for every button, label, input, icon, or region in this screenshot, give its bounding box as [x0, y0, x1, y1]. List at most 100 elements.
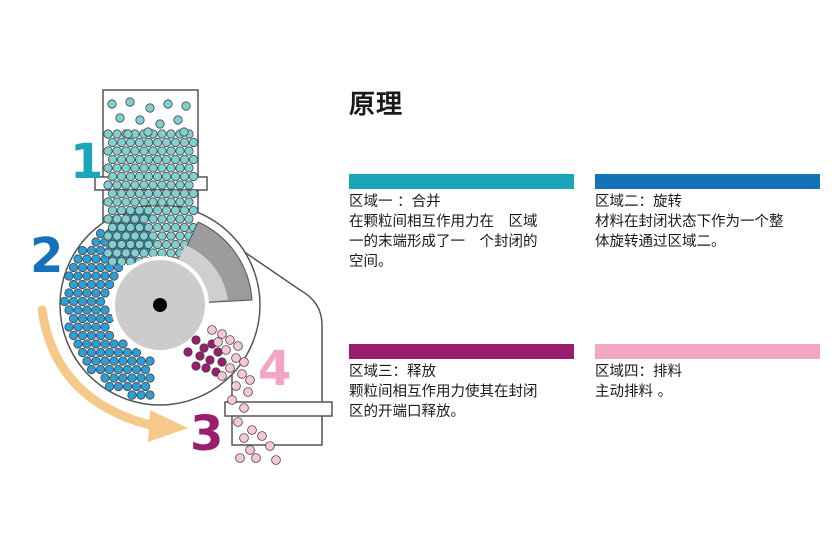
particle [179, 127, 189, 137]
particle [95, 296, 106, 307]
zone-1-text: 在颗粒间相互作用力在 区域 一的末端形成了一 个封闭的 空间。 [349, 214, 538, 270]
particle [107, 239, 118, 250]
rotation-arrow [37, 305, 155, 430]
particle [139, 214, 149, 224]
particle [68, 279, 79, 290]
particle [113, 364, 124, 375]
particle [175, 180, 185, 190]
particle [184, 197, 194, 207]
particle [104, 330, 115, 341]
particle [125, 137, 136, 148]
particle [82, 339, 92, 349]
particle [161, 188, 172, 199]
particle [235, 453, 245, 463]
particle [122, 364, 133, 375]
particle [91, 356, 101, 366]
particle [166, 129, 176, 139]
particle [135, 115, 145, 125]
particle [233, 417, 243, 427]
particle [179, 154, 190, 165]
particle [188, 205, 198, 216]
particle [139, 180, 149, 190]
particle [82, 305, 92, 315]
particle [100, 288, 110, 298]
particle [237, 369, 247, 379]
particle [175, 214, 185, 224]
particle [161, 205, 172, 216]
particle [91, 339, 101, 349]
particle [148, 197, 158, 207]
particle [73, 339, 83, 349]
particle [86, 364, 97, 375]
particle [82, 288, 92, 298]
particle [166, 197, 176, 207]
particle [148, 231, 158, 241]
particle [166, 231, 176, 241]
particle [205, 355, 215, 365]
particle [86, 296, 97, 307]
particle [116, 205, 127, 216]
particle [113, 347, 124, 358]
particle [134, 137, 145, 148]
particle [103, 180, 113, 190]
rotor-shaft [153, 298, 167, 312]
particle [145, 103, 155, 113]
particle [152, 188, 163, 199]
particle [112, 231, 122, 241]
particle [157, 214, 167, 224]
particle [104, 364, 115, 375]
particle [152, 239, 163, 250]
particle [217, 329, 227, 339]
particle [109, 339, 119, 349]
particle [116, 222, 127, 233]
particle [115, 113, 125, 123]
particle [121, 197, 131, 207]
particle [112, 180, 122, 190]
particle [166, 180, 176, 190]
particle [217, 357, 227, 367]
particle [73, 254, 83, 264]
particle [188, 171, 198, 182]
particle [118, 356, 128, 366]
particle [161, 171, 172, 182]
particle [175, 146, 185, 156]
particle [143, 137, 154, 148]
particle [139, 231, 149, 241]
particle [116, 137, 127, 148]
particle [95, 330, 106, 341]
particle [170, 188, 181, 199]
particle [91, 271, 101, 281]
particle [107, 171, 118, 182]
particle [140, 381, 151, 392]
particle [104, 381, 115, 392]
particle [73, 305, 83, 315]
zone-2-text: 材料在封闭状态下作为一个整 体旋转通过区域二。 [595, 214, 784, 250]
particle [100, 305, 110, 315]
particle [121, 163, 131, 173]
particle [245, 375, 255, 385]
particle [103, 231, 113, 241]
zone-1-panel: 区域一 ：合并 在颗粒间相互作用力在 区域 一的末端形成了一 个封闭的 空间。 [349, 174, 574, 272]
particle [100, 322, 110, 332]
particle [183, 347, 193, 357]
particle [103, 248, 113, 258]
particle [207, 325, 217, 335]
particle [130, 214, 140, 224]
zone-3-bar [349, 344, 574, 359]
particle [95, 313, 106, 324]
label-zone-4: 4 [258, 341, 291, 397]
particle [131, 364, 142, 375]
particle [157, 248, 167, 258]
particle [225, 335, 235, 345]
particle [143, 222, 154, 233]
particle [152, 137, 163, 148]
particle [188, 188, 198, 199]
particle [112, 248, 122, 258]
particle [201, 363, 211, 373]
particle [157, 163, 167, 173]
particle [122, 347, 133, 358]
particle [86, 313, 97, 324]
particle [175, 197, 185, 207]
particle [227, 395, 237, 405]
particle [125, 256, 136, 265]
